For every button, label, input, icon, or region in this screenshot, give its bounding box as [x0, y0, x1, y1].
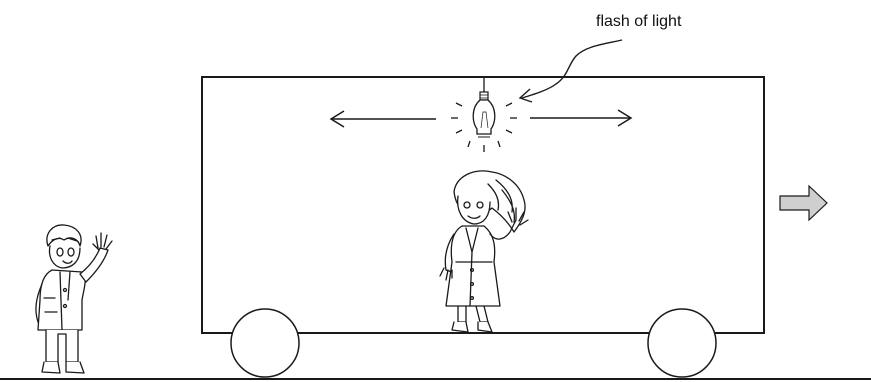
- light-bulb-icon: [451, 78, 517, 152]
- moving-observer-figure: [440, 171, 528, 332]
- left-wheel: [231, 309, 299, 377]
- left-light-arrow: [331, 111, 436, 127]
- stationary-observer-figure: [36, 225, 112, 373]
- right-wheel: [648, 309, 716, 377]
- right-light-arrow: [530, 110, 631, 126]
- flash-of-light-label: flash of light: [596, 13, 682, 30]
- flash-label-leader: [522, 40, 622, 98]
- block-arrow-right-icon: [780, 186, 827, 220]
